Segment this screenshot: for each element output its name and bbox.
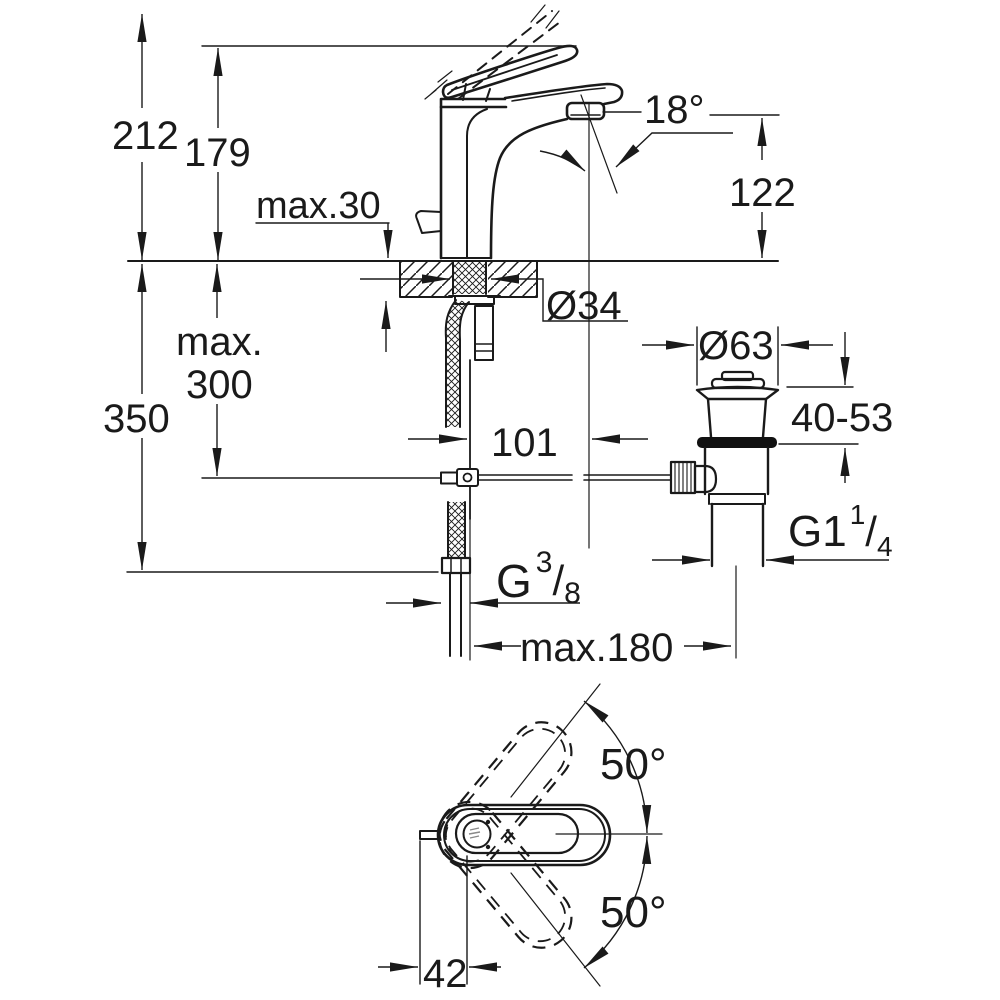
label-swing-lower: 50° xyxy=(600,888,667,937)
supply-pipe xyxy=(449,572,462,657)
plan-view-labels: 50° 50° 42 xyxy=(423,740,667,996)
waste-thread-denominator: 4 xyxy=(877,531,893,562)
brand-cap xyxy=(462,819,492,849)
supply-hose-lower xyxy=(447,501,466,559)
supply-hose-upper xyxy=(444,299,470,428)
supply-hose-upper-fill xyxy=(445,300,469,427)
dim-18-arrow-leader xyxy=(615,132,733,168)
body-accent-line xyxy=(466,108,488,259)
label-deck-thickness: max.30 xyxy=(256,185,381,227)
rod-clamp xyxy=(456,468,479,487)
plan-view: 50° 50° 42 xyxy=(378,683,667,996)
rod-socket xyxy=(693,464,718,494)
label-hose-drop-word: max. xyxy=(176,320,263,364)
sketch-stroke xyxy=(457,18,565,100)
hose-connection-nut xyxy=(440,556,472,575)
waste-tailpipe xyxy=(710,502,765,568)
clamp-end-piece xyxy=(440,471,458,485)
handle-outline-middle xyxy=(443,808,606,862)
supply-hose-lower-fill xyxy=(448,502,465,558)
waste-seal-ring xyxy=(697,437,777,448)
handle-outline-outer xyxy=(436,803,612,867)
index-dot-top xyxy=(485,819,491,825)
lever-handle xyxy=(441,44,579,100)
side-view: 212 179 max.30 18° 122 Ø34 max. 300 350 … xyxy=(103,4,893,670)
handle-top-view xyxy=(419,803,612,867)
ghost-outline-outer xyxy=(438,721,573,870)
reference-lines xyxy=(469,94,737,661)
swing-line-upper xyxy=(510,683,601,798)
waste-flange xyxy=(695,385,780,401)
cartridge-cap xyxy=(439,97,508,109)
ghost-outline-outer xyxy=(438,800,573,949)
ext-waste-range xyxy=(778,386,859,445)
swing-line-lower xyxy=(510,872,601,987)
sketch-ticks xyxy=(424,4,560,100)
label-waste-height-range: 40-53 xyxy=(791,396,893,440)
supply-thread-denominator: 8 xyxy=(564,577,581,610)
mounting-stud xyxy=(474,305,494,361)
body-right-curve xyxy=(489,117,569,260)
knurl-ridges xyxy=(674,461,692,494)
label-pivot-offset: 42 xyxy=(423,952,468,996)
supply-thread-slash: / xyxy=(552,557,564,604)
label-waste-flange-diameter: Ø63 xyxy=(698,324,774,368)
sketch-stroke xyxy=(447,10,553,95)
label-spout-reach: 101 xyxy=(491,421,558,465)
spout-top xyxy=(503,82,624,106)
shank-edges xyxy=(452,261,487,295)
supply-thread-numerator: 3 xyxy=(536,546,553,579)
label-rod-offset: max.180 xyxy=(520,626,673,670)
dimension-labels: 212 179 max.30 18° 122 Ø34 max. 300 350 … xyxy=(103,88,893,670)
threaded-shank xyxy=(453,262,486,294)
waste-thread-slash: / xyxy=(865,508,877,555)
mounting-nut-lines xyxy=(474,343,494,352)
ext-42 xyxy=(419,840,468,985)
label-hole-diameter: Ø34 xyxy=(546,284,622,328)
label-height-to-spout: 179 xyxy=(184,131,251,175)
extension-lines xyxy=(126,45,859,573)
jet-angle-line xyxy=(580,94,618,194)
faucet-body xyxy=(415,4,624,260)
swing-angle-graphics xyxy=(510,683,663,987)
label-spout-angle: 18° xyxy=(644,88,705,132)
label-hose-length: 350 xyxy=(103,397,170,441)
label-outlet-height: 122 xyxy=(729,171,796,215)
swing-arc-upper xyxy=(583,700,652,834)
waste-upper-body xyxy=(706,397,768,439)
lever-handle-inner-line xyxy=(451,54,558,91)
pivot-offset-dimension xyxy=(378,840,501,985)
spout-inner-line xyxy=(511,87,606,102)
brand-logo-mark xyxy=(468,827,481,839)
handle-raised-sketch xyxy=(424,4,565,100)
label-swing-upper: 50° xyxy=(600,740,667,789)
dim-18-arc-arrow xyxy=(539,149,586,172)
handle-front-stub xyxy=(419,830,441,840)
dimension-lines xyxy=(137,14,889,651)
waste-thread-numerator: 1 xyxy=(850,499,866,530)
waste-lower-body xyxy=(703,446,770,496)
ext-waste-flange xyxy=(696,326,779,386)
rear-outlet-hook xyxy=(415,210,442,234)
index-dot-bottom xyxy=(485,844,491,850)
dim-dia34-right-leader xyxy=(491,274,628,322)
pop-up-waste xyxy=(669,370,780,568)
supply-thread-base: G xyxy=(496,555,532,607)
nut-facets xyxy=(450,557,462,574)
clamp-screw xyxy=(462,472,473,483)
label-overall-height: 212 xyxy=(112,114,179,158)
waste-collar xyxy=(708,493,766,505)
aerator xyxy=(565,101,606,121)
horizontal-linkage-rod xyxy=(477,474,672,481)
under-counter-assembly xyxy=(440,261,672,657)
waste-thread-base: G1 xyxy=(788,507,847,556)
label-hose-drop-value: 300 xyxy=(186,363,253,407)
swing-arc-lower xyxy=(583,835,652,969)
